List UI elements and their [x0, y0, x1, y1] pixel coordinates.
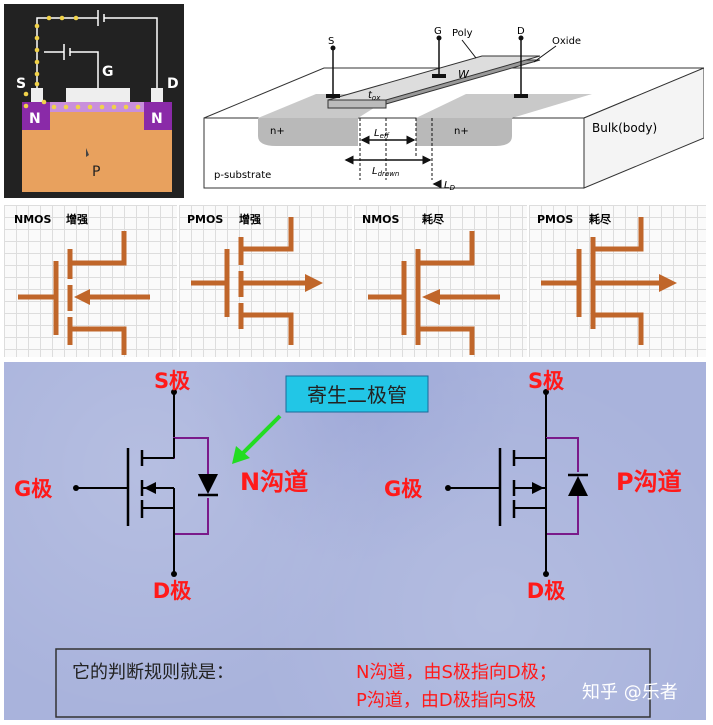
- arrow-in: [422, 289, 440, 305]
- symbol-type-label: PMOS: [187, 213, 223, 226]
- ld-label: LD: [444, 180, 456, 192]
- symbol-mode-label: 耗尽: [589, 212, 612, 226]
- symbol-mode-label: 耗尽: [422, 212, 445, 226]
- n-region-right: [144, 102, 172, 130]
- electron-dots: [23, 15, 141, 110]
- source-label: S: [16, 76, 26, 92]
- n-s-label: S极: [154, 369, 191, 393]
- rule-box: [55, 648, 651, 718]
- p-d-label: D极: [527, 579, 566, 603]
- p-substrate-label: P: [92, 164, 100, 180]
- rule-label: 它的判断规则就是：: [72, 662, 234, 683]
- tox-label: tox: [368, 90, 381, 102]
- p-channel-label: P沟道: [616, 468, 682, 496]
- symbol-type-label: NMOS: [362, 213, 400, 226]
- gate-wire: [70, 51, 99, 88]
- p-s-label: S极: [528, 369, 565, 393]
- ldrawn-label: Ldrawn: [372, 166, 399, 178]
- parasitic-diode-callout: [285, 375, 429, 413]
- poly-label: Poly: [452, 28, 473, 39]
- p-g-label: G极: [384, 477, 423, 501]
- mos-3d-structure-drawing: S G D Poly Oxide W tox n+ n+ Leff Ldrawn…: [203, 26, 705, 192]
- n-d-label: D极: [153, 579, 192, 603]
- p-channel-circuit: [445, 389, 588, 577]
- watermark: 知乎 @乐者: [582, 682, 678, 703]
- mos-3d-structure-panel: S G D Poly Oxide W tox n+ n+ Leff Ldrawn…: [196, 8, 705, 198]
- source-contact-pad: [326, 94, 340, 98]
- symbol-nmos-depletion: NMOS 耗尽: [354, 205, 529, 357]
- symbol-mode-label: 增强: [239, 212, 261, 226]
- drain-contact: [151, 88, 163, 102]
- cursor-icon: [86, 148, 89, 157]
- g-label: G: [434, 26, 442, 37]
- green-arrow-head: [232, 446, 250, 464]
- green-arrow: [238, 414, 282, 458]
- d-label: D: [517, 26, 525, 37]
- drain-label: D: [167, 76, 179, 92]
- parasitic-diode-drawing: 寄生二极管 S极 G极 D极 N沟道 S极 G极 D极 P沟道 它的判断规则就是…: [14, 369, 682, 718]
- parasitic-diode-panel: 寄生二极管 S极 G极 D极 N沟道 S极 G极 D极 P沟道 它的判断规则就是…: [4, 362, 706, 720]
- nplus-right-well: [416, 118, 512, 146]
- gate-contact-pad: [432, 74, 446, 78]
- arrow-out: [305, 274, 323, 292]
- arrow-out: [659, 274, 677, 292]
- symbol-pmos-depletion: PMOS 耗尽: [529, 205, 708, 357]
- nplus-right-label: n+: [454, 126, 469, 137]
- s-label: S: [328, 36, 334, 47]
- gate-label: G: [102, 64, 114, 80]
- rule-p: P沟道，由D极指向S极: [356, 690, 536, 711]
- n-g-label: G极: [14, 477, 53, 501]
- poly-gate-front: [327, 99, 387, 109]
- mos-cross-section-panel: S D G N N P: [4, 4, 184, 198]
- nplus-right-top: [416, 94, 592, 118]
- drain-contact-pad: [514, 94, 528, 98]
- bulk-label: Bulk(body): [592, 121, 657, 135]
- nplus-left-well: [258, 118, 358, 146]
- leff-label: Leff: [374, 128, 390, 140]
- psub-label: p-substrate: [214, 170, 271, 181]
- oxide-label: Oxide: [552, 36, 581, 47]
- source-contact: [31, 88, 43, 102]
- n-right-label: N: [151, 111, 163, 127]
- w-label: W: [458, 68, 470, 81]
- n-channel-circuit: [73, 389, 218, 577]
- channel-region: [50, 102, 144, 112]
- mos-cross-section-drawing: S D G N N P: [16, 10, 179, 192]
- source-wire: [36, 17, 98, 88]
- symbol-nmos-enhancement: NMOS 增强: [4, 205, 179, 357]
- rule-n: N沟道，由S极指向D极；: [356, 662, 557, 683]
- gate-electrode: [66, 88, 130, 102]
- drain-wire: [104, 17, 158, 88]
- arrow-in: [74, 289, 90, 305]
- nplus-left-label: n+: [270, 126, 285, 137]
- n-left-label: N: [29, 111, 41, 127]
- symbol-type-label: NMOS: [14, 213, 52, 226]
- oxide-leader: [533, 45, 557, 63]
- symbol-pmos-enhancement: PMOS 增强: [179, 205, 354, 357]
- n-channel-label: N沟道: [240, 468, 308, 496]
- callout-text: 寄生二极管: [307, 383, 407, 407]
- poly-leader: [461, 39, 477, 59]
- symbol-mode-label: 增强: [66, 212, 88, 226]
- symbol-type-label: PMOS: [537, 213, 573, 226]
